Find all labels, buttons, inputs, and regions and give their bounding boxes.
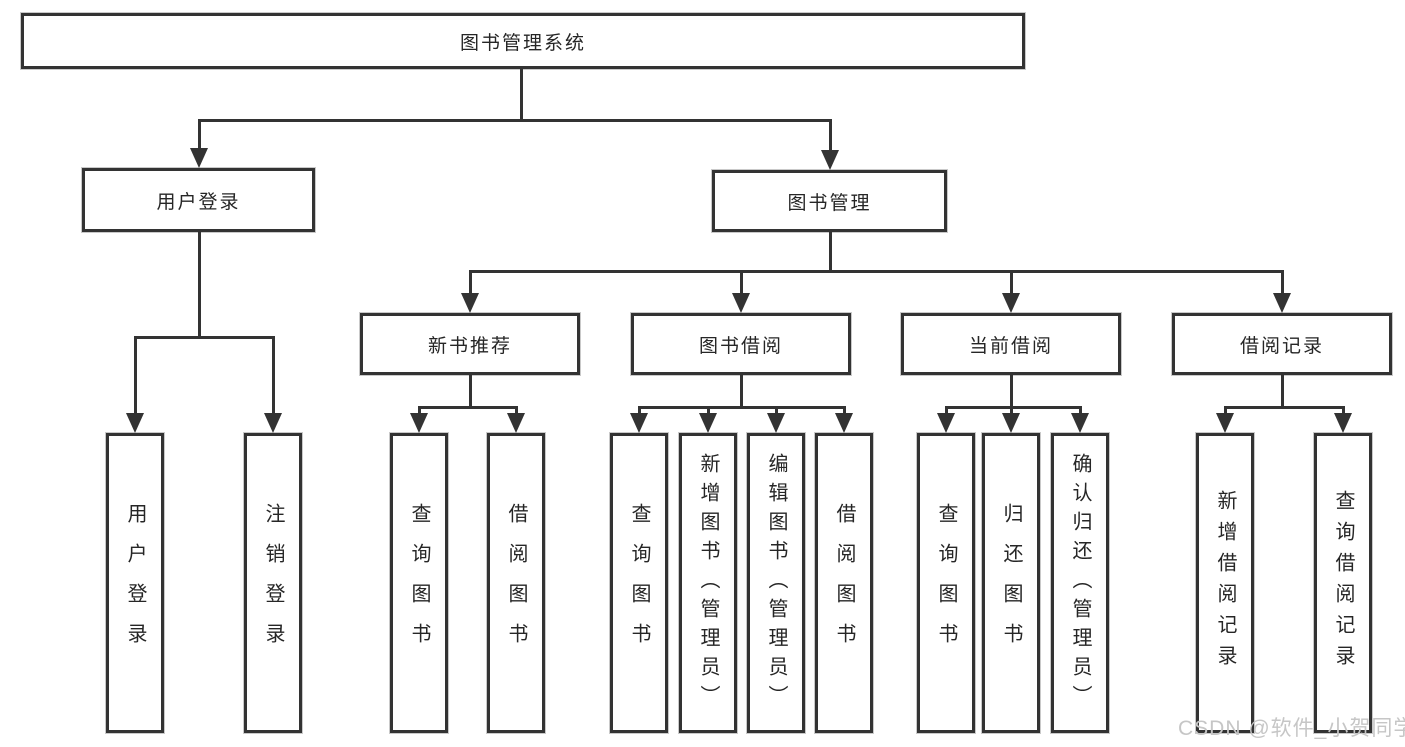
leaf-borrow-books-2: 借阅图书	[815, 433, 873, 733]
arrowhead-down-icon	[190, 148, 208, 168]
connector-line	[1010, 270, 1013, 297]
connector-line	[740, 270, 743, 297]
leaf-borrow-books-1-label: 借阅图书	[505, 503, 527, 663]
arrowhead-down-icon	[630, 413, 648, 433]
arrowhead-down-icon	[835, 413, 853, 433]
leaf-add-borrow-record-label: 新增借阅记录	[1214, 490, 1236, 676]
connector-line	[520, 69, 523, 120]
connector-line	[1010, 375, 1013, 409]
leaf-add-books-admin: 新增图书（管理员）	[679, 433, 737, 733]
leaf-return-books-label: 归还图书	[1000, 503, 1022, 663]
connector-line	[1010, 406, 1013, 417]
arrowhead-down-icon	[1071, 413, 1089, 433]
arrowhead-down-icon	[821, 150, 839, 170]
node-book-borrow: 图书借阅	[631, 313, 851, 375]
node-book-management: 图书管理	[712, 170, 947, 232]
connector-line	[198, 119, 201, 152]
node-current-borrow: 当前借阅	[901, 313, 1121, 375]
connector-line	[198, 119, 831, 122]
connector-line	[515, 406, 518, 417]
leaf-query-books-1-label: 查询图书	[408, 503, 430, 663]
leaf-return-books: 归还图书	[982, 433, 1040, 733]
connector-line	[1224, 406, 1344, 409]
node-root: 图书管理系统	[21, 13, 1025, 69]
leaf-logout: 注销登录	[244, 433, 302, 733]
arrowhead-down-icon	[264, 413, 282, 433]
connector-line	[469, 375, 472, 409]
leaf-query-books-3: 查询图书	[917, 433, 975, 733]
arrowhead-down-icon	[1273, 293, 1291, 313]
leaf-confirm-return-admin: 确认归还（管理员）	[1051, 433, 1109, 733]
arrowhead-down-icon	[1002, 293, 1020, 313]
arrowhead-down-icon	[461, 293, 479, 313]
connector-line	[198, 232, 201, 339]
arrowhead-down-icon	[410, 413, 428, 433]
arrowhead-down-icon	[937, 413, 955, 433]
leaf-add-books-admin-label: 新增图书（管理员）	[697, 452, 719, 714]
leaf-query-borrow-record: 查询借阅记录	[1314, 433, 1372, 733]
watermark: CSDN @软件_小贺同学	[1178, 717, 1405, 740]
node-user-login: 用户登录	[82, 168, 315, 232]
connector-line	[134, 336, 274, 339]
arrowhead-down-icon	[1216, 413, 1234, 433]
arrowhead-down-icon	[732, 293, 750, 313]
leaf-edit-books-admin-label: 编辑图书（管理员）	[765, 452, 787, 714]
node-new-book-recommend-label: 新书推荐	[427, 335, 512, 357]
leaf-borrow-books-2-label: 借阅图书	[833, 503, 855, 663]
connector-line	[418, 406, 421, 417]
node-borrow-record-label: 借阅记录	[1239, 335, 1324, 357]
arrowhead-down-icon	[126, 413, 144, 433]
connector-line	[1281, 375, 1284, 409]
connector-line	[829, 232, 832, 273]
connector-line	[134, 336, 137, 417]
node-book-borrow-label: 图书借阅	[698, 335, 783, 357]
node-current-borrow-label: 当前借阅	[968, 335, 1053, 357]
leaf-user-login: 用户登录	[106, 433, 164, 733]
arrowhead-down-icon	[767, 413, 785, 433]
connector-line	[945, 406, 948, 417]
connector-line	[272, 336, 275, 417]
leaf-borrow-books-1: 借阅图书	[487, 433, 545, 733]
arrowhead-down-icon	[699, 413, 717, 433]
connector-line	[1281, 270, 1284, 297]
node-new-book-recommend: 新书推荐	[360, 313, 580, 375]
leaf-query-books-2: 查询图书	[610, 433, 668, 733]
connector-line	[418, 406, 518, 409]
leaf-query-books-1: 查询图书	[390, 433, 448, 733]
connector-line	[469, 270, 472, 297]
connector-line	[740, 375, 743, 409]
connector-line	[775, 406, 778, 417]
arrowhead-down-icon	[507, 413, 525, 433]
leaf-logout-label: 注销登录	[262, 503, 284, 663]
arrowhead-down-icon	[1002, 413, 1020, 433]
connector-line	[469, 270, 1283, 273]
node-user-login-label: 用户登录	[156, 191, 241, 213]
leaf-confirm-return-admin-label: 确认归还（管理员）	[1069, 452, 1091, 714]
connector-line	[945, 406, 1081, 409]
leaf-query-books-2-label: 查询图书	[628, 503, 650, 663]
leaf-user-login-label: 用户登录	[124, 503, 146, 663]
connector-line	[1224, 406, 1227, 417]
node-root-label: 图书管理系统	[459, 32, 586, 54]
leaf-edit-books-admin: 编辑图书（管理员）	[747, 433, 805, 733]
connector-line	[1079, 406, 1082, 417]
connector-line	[638, 406, 641, 417]
connector-line	[1342, 406, 1345, 417]
node-borrow-record: 借阅记录	[1172, 313, 1392, 375]
node-book-management-label: 图书管理	[787, 192, 872, 214]
connector-line	[638, 406, 845, 409]
connector-line	[707, 406, 710, 417]
leaf-add-borrow-record: 新增借阅记录	[1196, 433, 1254, 733]
leaf-query-books-3-label: 查询图书	[935, 503, 957, 663]
connector-line	[843, 406, 846, 417]
connector-line	[829, 119, 832, 154]
leaf-query-borrow-record-label: 查询借阅记录	[1332, 490, 1354, 676]
arrowhead-down-icon	[1334, 413, 1352, 433]
